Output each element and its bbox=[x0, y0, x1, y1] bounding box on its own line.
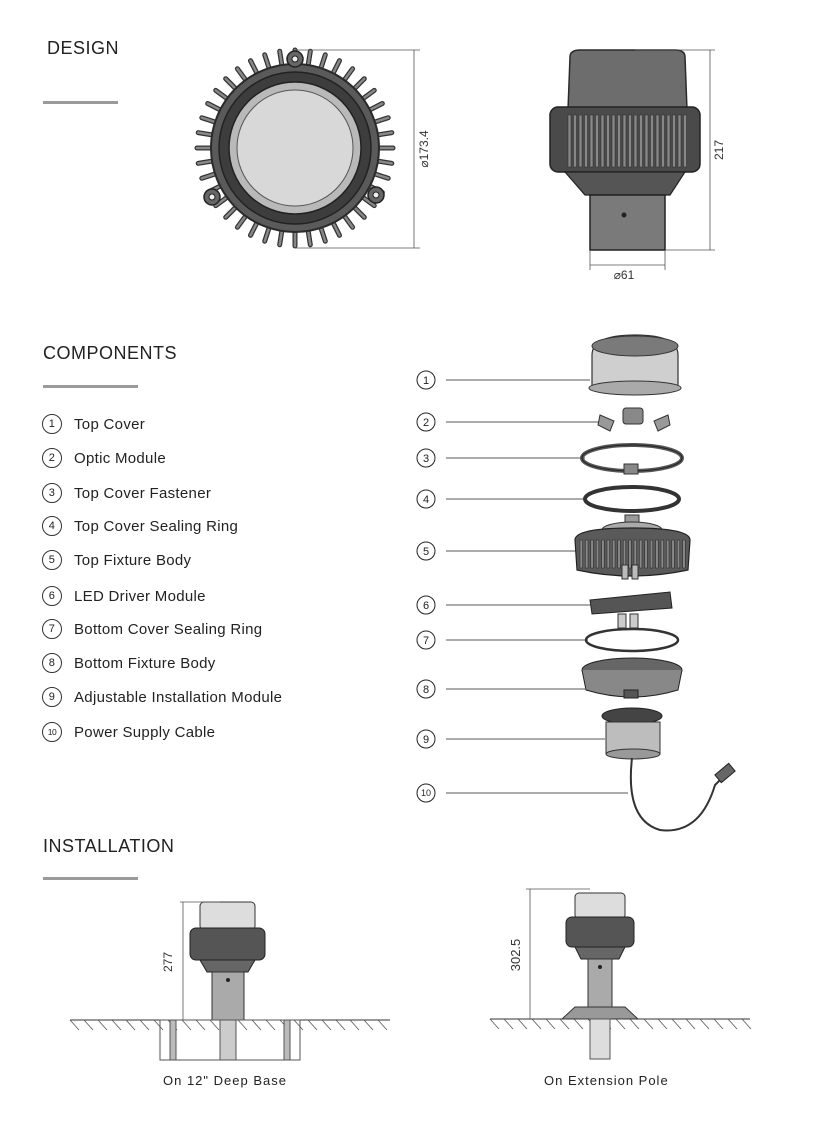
svg-text:9: 9 bbox=[423, 734, 429, 746]
list-item: 10 Power Supply Cable bbox=[42, 722, 215, 742]
base-diameter-label: ⌀61 bbox=[614, 268, 635, 282]
svg-text:3: 3 bbox=[423, 453, 429, 465]
installation-rule bbox=[43, 877, 138, 880]
svg-text:4: 4 bbox=[423, 494, 429, 506]
svg-text:2: 2 bbox=[423, 417, 429, 429]
item-label: Power Supply Cable bbox=[74, 723, 216, 741]
svg-text:5: 5 bbox=[423, 546, 429, 558]
pole-height-label: 302.5 bbox=[508, 939, 523, 972]
item-number: 9 bbox=[42, 687, 62, 707]
height-dimension-label: 217 bbox=[712, 140, 726, 160]
item-label: LED Driver Module bbox=[74, 587, 206, 605]
list-item: 3 Top Cover Fastener bbox=[42, 483, 211, 503]
top-view-drawing: ⌀173.4 bbox=[194, 47, 431, 249]
item-label: Top Cover Sealing Ring bbox=[74, 517, 239, 535]
callout-9: 9 bbox=[416, 729, 605, 749]
bottom-fixture-body-part bbox=[581, 657, 683, 699]
item-label: Top Cover Fastener bbox=[74, 484, 212, 502]
deep-base-install-drawing: 277 bbox=[69, 901, 390, 1061]
item-label: Top Cover bbox=[74, 415, 146, 433]
list-item: 9 Adjustable Installation Module bbox=[42, 687, 282, 707]
side-view-drawing: 217 ⌀61 bbox=[549, 49, 726, 282]
item-label: Optic Module bbox=[74, 449, 166, 467]
side-fins bbox=[567, 114, 687, 168]
svg-text:1: 1 bbox=[423, 375, 429, 387]
callout-8: 8 bbox=[416, 679, 585, 699]
driver-part bbox=[589, 591, 673, 629]
item-label: Top Fixture Body bbox=[74, 551, 192, 569]
callout-3: 3 bbox=[416, 448, 585, 468]
svg-text:10: 10 bbox=[421, 788, 431, 798]
bottom-sealing-ring-part bbox=[584, 627, 680, 653]
callout-2: 2 bbox=[416, 412, 610, 432]
item-number: 10 bbox=[42, 722, 62, 742]
svg-text:7: 7 bbox=[423, 635, 429, 647]
design-heading: DESIGN bbox=[47, 38, 120, 58]
list-item: 1 Top Cover bbox=[42, 414, 145, 434]
callout-6: 6 bbox=[416, 595, 595, 615]
top-fixture-body-part bbox=[574, 514, 691, 580]
exploded-view-drawing: 1 2 3 4 5 6 7 8 9 10 bbox=[416, 334, 736, 832]
plug-icon bbox=[714, 762, 736, 784]
sealing-ring-part bbox=[583, 485, 681, 513]
callout-10: 10 bbox=[416, 783, 628, 803]
callout-1: 1 bbox=[416, 370, 590, 390]
design-rule bbox=[43, 101, 118, 104]
ground-hatching bbox=[489, 1018, 752, 1030]
callout-7: 7 bbox=[416, 630, 588, 650]
deep-base-height-label: 277 bbox=[161, 952, 175, 972]
list-item: 5 Top Fixture Body bbox=[42, 550, 191, 570]
callout-4: 4 bbox=[416, 489, 585, 509]
item-number: 7 bbox=[42, 619, 62, 639]
fastener-ring-part bbox=[580, 443, 684, 475]
item-number: 8 bbox=[42, 653, 62, 673]
item-label: Adjustable Installation Module bbox=[74, 688, 283, 706]
components-rule bbox=[43, 385, 138, 388]
item-number: 1 bbox=[42, 414, 62, 434]
top-cover-part bbox=[588, 334, 682, 396]
item-number: 4 bbox=[42, 516, 62, 536]
optic-module-part bbox=[597, 407, 671, 432]
deep-base-caption: On 12" Deep Base bbox=[163, 1073, 287, 1088]
item-number: 2 bbox=[42, 448, 62, 468]
list-item: 2 Optic Module bbox=[42, 448, 166, 468]
list-item: 4 Top Cover Sealing Ring bbox=[42, 516, 238, 536]
item-number: 6 bbox=[42, 586, 62, 606]
extension-pole-caption: On Extension Pole bbox=[544, 1073, 669, 1088]
svg-text:8: 8 bbox=[423, 684, 429, 696]
item-label: Bottom Cover Sealing Ring bbox=[74, 620, 263, 638]
extension-pole-install-drawing: 302.5 bbox=[489, 888, 752, 1060]
power-cable-part bbox=[629, 757, 731, 832]
item-number: 5 bbox=[42, 550, 62, 570]
item-number: 3 bbox=[42, 483, 62, 503]
installation-heading: INSTALLATION bbox=[43, 836, 175, 856]
diameter-dimension-label: ⌀173.4 bbox=[417, 130, 431, 168]
components-heading: COMPONENTS bbox=[43, 343, 178, 363]
list-item: 8 Bottom Fixture Body bbox=[42, 653, 216, 673]
item-label: Bottom Fixture Body bbox=[74, 654, 216, 672]
installation-module-part bbox=[601, 707, 663, 760]
list-item: 7 Bottom Cover Sealing Ring bbox=[42, 619, 262, 639]
callout-5: 5 bbox=[416, 541, 578, 561]
body-fins bbox=[579, 539, 686, 569]
svg-text:6: 6 bbox=[423, 600, 429, 612]
list-item: 6 LED Driver Module bbox=[42, 586, 206, 606]
